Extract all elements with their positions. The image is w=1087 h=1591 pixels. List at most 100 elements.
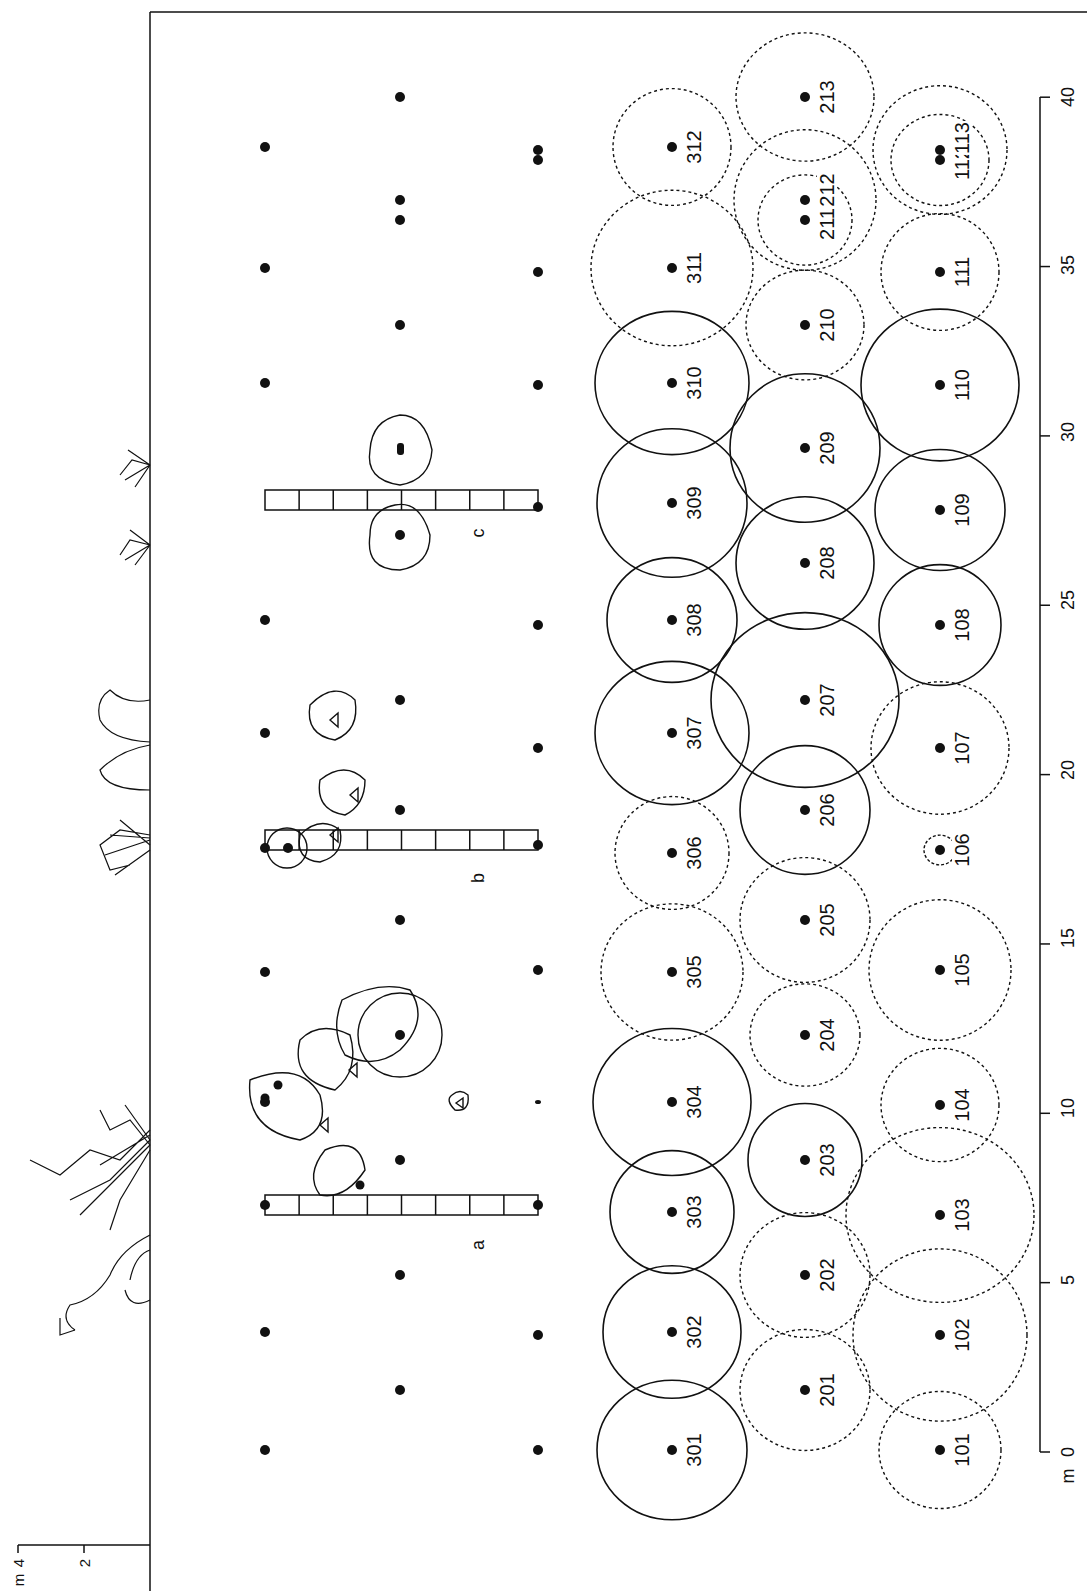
crown-outline [596,427,748,579]
tree-number: 213 [817,79,837,114]
tree-crown: 202 [739,1209,871,1341]
tree-crown: 211 [757,172,853,268]
tree-number: 303 [684,1194,704,1229]
tree-number: 111 [952,256,972,288]
tree-number: 102 [952,1317,972,1352]
tree-number: 305 [684,954,704,989]
tree-crown: 109 [874,444,1006,576]
tree-number: 108 [952,607,972,642]
tree-number: 311 [684,251,704,285]
tree-number: 210 [817,307,837,342]
tree-crown: 207 [710,605,900,795]
tree-crown: 110 [860,305,1020,465]
tree-crown: 107 [870,678,1010,818]
tree-crown: 104 [880,1045,1000,1165]
tree-number: 203 [817,1142,837,1177]
crown-outline [872,82,1008,218]
tree-crown: 108 [878,563,1002,687]
tree-crown: 103 [845,1120,1035,1310]
tree-crown: 113 [872,82,1008,218]
crown-outline [739,1209,871,1341]
tree-crown: 204 [749,979,861,1091]
crown-outline [870,678,1010,818]
tree-number: 212 [817,172,837,207]
crown-outline [710,605,900,795]
tree-number: 202 [817,1257,837,1292]
crown-outline [594,655,750,811]
tree-number: 312 [684,129,704,164]
tree-number: 110 [952,368,972,402]
axis-label: 2 [77,1559,92,1567]
axis-label: 10 [1059,1098,1077,1118]
axis-label: 4 [11,1559,26,1567]
tree-crown: 106 [923,833,957,867]
crown-outline [845,1120,1035,1310]
crown-outline [612,87,732,207]
crown-outline [735,493,875,633]
tree-number: 207 [817,682,837,717]
tree-crown: 307 [594,655,750,811]
crown-outline [596,1374,748,1526]
transect-label: a [469,1240,487,1250]
axis-label: 30 [1059,422,1077,442]
tree-number: 104 [952,1087,972,1122]
crown-outline [594,305,750,461]
crown-outline [852,1247,1028,1423]
tree-number: 107 [952,730,972,765]
tree-crown: 309 [596,427,748,579]
tree-crown: 206 [739,744,871,876]
tree-number: 310 [684,365,704,400]
tree-number: 211 [817,207,837,241]
crown-outline [868,898,1012,1042]
axis-label: 5 [1059,1275,1077,1285]
tree-crown: 201 [739,1324,871,1456]
axis-label: 0 [1059,1447,1077,1457]
crown-outline [609,1149,735,1275]
crown-outline [729,372,881,524]
tree-number: 205 [817,902,837,937]
crown-outline [733,128,877,272]
tree-crown: 209 [729,372,881,524]
crown-outline [739,744,871,876]
tree-crown: 302 [602,1262,742,1402]
tree-number: 204 [817,1017,837,1052]
tree-crown: 112 [890,110,990,210]
tree-number: 301 [684,1432,704,1467]
crown-outline [747,1102,863,1218]
crown-outline [880,212,1000,332]
tree-number: 106 [952,832,972,867]
tree-crown: 101 [878,1388,1002,1512]
axis-label: 25 [1059,590,1077,610]
transect-label: b [469,873,487,883]
crown-outline [749,979,861,1091]
crown-outline [614,795,730,911]
tree-crown: 210 [745,265,865,385]
crown-outline [860,305,1020,465]
transect-label: c [469,529,487,538]
crown-outline [592,1022,752,1182]
tree-crown: 105 [868,898,1012,1042]
tree-crown: 306 [614,795,730,911]
tree-crown: 305 [600,900,744,1044]
tree-crown: 203 [747,1102,863,1218]
tree-number: 103 [952,1197,972,1232]
tree-crown: 303 [609,1149,735,1275]
crown-outline [874,444,1006,576]
tree-crown: 311 [590,186,754,350]
axis-label: 20 [1059,760,1077,780]
tree-number: 209 [817,430,837,465]
tree-crown: 208 [735,493,875,633]
crown-outline [600,900,744,1044]
tree-number: 307 [684,715,704,750]
axis-label: 15 [1059,928,1077,948]
crown-outline [745,265,865,385]
crown-outline [735,27,875,167]
tree-number: 309 [684,485,704,520]
crown-outline [878,1388,1002,1512]
tree-crown: 301 [596,1374,748,1526]
tree-number: 101 [952,1432,972,1467]
tree-crown: 304 [592,1022,752,1182]
tree-number: 304 [684,1084,704,1119]
tree-number: 105 [952,952,972,987]
